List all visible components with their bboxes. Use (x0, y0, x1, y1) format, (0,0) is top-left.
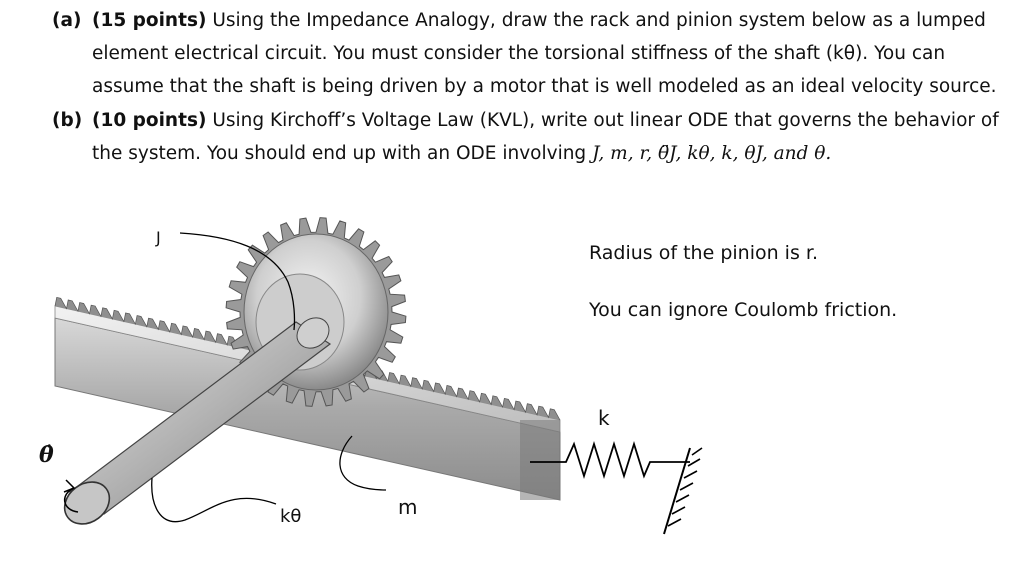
coulomb-friction-note: You can ignore Coulomb friction. (589, 299, 898, 321)
ktheta-leader-line (151, 477, 277, 523)
inertia-label-j: J (156, 228, 161, 247)
mass-label-m: m (398, 495, 418, 519)
part-a-points: (15 points) (92, 10, 207, 31)
j-leader-line (179, 232, 296, 331)
torsional-stiffness-label: kθ (280, 506, 302, 527)
part-b-line-2: the system. You should end up with an OD… (92, 143, 832, 164)
part-a-line-1: (15 points) Using the Impedance Analogy,… (92, 10, 986, 31)
shaft (63, 317, 332, 525)
spring (530, 440, 690, 480)
part-a-line-3: assume that the shaft is being driven by… (92, 76, 997, 97)
part-b-label: (b) (52, 110, 83, 131)
ground (663, 447, 703, 535)
shaft-end (63, 481, 111, 525)
part-b-line-1: (10 points) Using Kirchoff’s Voltage Law… (92, 110, 999, 131)
part-a-line-2: element electrical circuit. You must con… (92, 43, 946, 64)
ode-variables: J, m, r, θ̈J, kθ, k, θJ, and θ. (592, 143, 832, 164)
part-a-text: (15 points) Using the Impedance Analogy,… (92, 4, 1012, 103)
part-a-label: (a) (52, 10, 82, 31)
angular-velocity-label: θ̇ (39, 442, 54, 468)
part-b-points: (10 points) (92, 110, 207, 131)
mass-leader-line (339, 435, 387, 491)
spring-constant-label-k: k (598, 406, 610, 430)
part-b-text: (10 points) Using Kirchoff’s Voltage Law… (92, 104, 1012, 170)
pinion-radius-note: Radius of the pinion is r. (589, 242, 819, 264)
